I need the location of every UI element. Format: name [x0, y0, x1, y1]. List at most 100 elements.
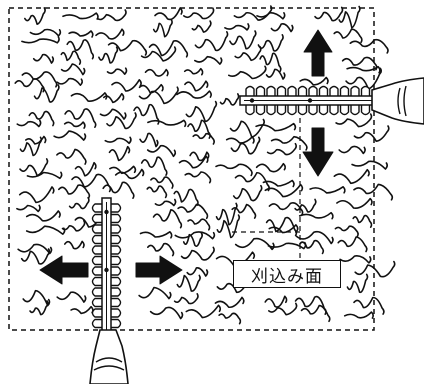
foliage-squiggle — [300, 78, 328, 85]
foliage-squiggle — [258, 35, 283, 51]
foliage-squiggle — [57, 149, 86, 164]
foliage-squiggle — [146, 70, 169, 76]
arrow-down-icon — [303, 128, 333, 176]
foliage-squiggle — [17, 121, 40, 127]
foliage-squiggle — [185, 81, 208, 91]
foliage-squiggle — [345, 312, 373, 318]
foliage-squiggle — [310, 187, 345, 193]
foliage-squiggle — [148, 244, 174, 256]
foliage-squiggle — [108, 68, 127, 74]
foliage-squiggle — [185, 69, 203, 75]
foliage-squiggle — [355, 262, 394, 277]
foliage-squiggle — [336, 114, 371, 127]
foliage-squiggle — [57, 79, 82, 86]
foliage-squiggle — [63, 221, 85, 231]
foliage-squiggle — [230, 31, 256, 49]
foliage-squiggle — [35, 85, 59, 102]
foliage-squiggle — [234, 186, 262, 201]
foliage-squiggle — [151, 307, 183, 318]
foliage-squiggle — [267, 218, 297, 236]
foliage-squiggle — [347, 67, 380, 73]
foliage-squiggle — [188, 120, 210, 138]
foliage-squiggle — [186, 102, 216, 122]
foliage-squiggle — [335, 226, 358, 236]
foliage-squiggle — [22, 37, 59, 43]
foliage-squiggle — [54, 131, 85, 140]
foliage-squiggle — [76, 163, 96, 176]
foliage-squiggle — [300, 241, 324, 254]
foliage-squiggle — [110, 147, 130, 161]
foliage-squiggle — [142, 157, 167, 175]
foliage-squiggle — [65, 241, 84, 248]
foliage-squiggle — [221, 94, 239, 105]
foliage-squiggle — [27, 211, 60, 221]
foliage-squiggle — [338, 237, 367, 252]
foliage-squiggle — [99, 47, 118, 63]
foliage-squiggle — [105, 137, 131, 143]
foliage-squiggle — [352, 161, 387, 169]
foliage-squiggle — [70, 198, 89, 209]
foliage-squiggle — [148, 120, 186, 126]
foliage-squiggle — [61, 51, 80, 64]
foliage-squiggle — [175, 232, 214, 239]
foliage-squiggle — [232, 205, 255, 219]
foliage-squiggle — [184, 233, 203, 246]
foliage-squiggle — [155, 8, 182, 19]
arrow-left-icon — [40, 256, 88, 284]
foliage-squiggle — [174, 189, 198, 205]
foliage-squiggle — [347, 274, 367, 292]
foliage-squiggle — [272, 137, 307, 150]
hedge-trimmer-vertical — [90, 198, 128, 384]
foliage-squiggle — [96, 29, 124, 39]
foliage-squiggle — [139, 288, 171, 299]
foliage-squiggle — [195, 57, 222, 64]
foliage-squiggle — [148, 146, 176, 157]
foliage-squiggle — [147, 186, 166, 197]
foliage-squiggle — [269, 203, 302, 215]
foliage-squiggle — [265, 296, 286, 307]
foliage-squiggle — [236, 239, 274, 250]
foliage-squiggle — [59, 185, 90, 198]
foliage-squiggle — [98, 10, 127, 20]
foliage-squiggle — [62, 64, 85, 75]
foliage-squiggle — [71, 93, 106, 101]
foliage-squiggle — [231, 120, 265, 138]
foliage-squiggle — [354, 298, 384, 314]
foliage-squiggle — [216, 164, 252, 175]
foliage-squiggle — [350, 40, 388, 53]
foliage-squiggle — [185, 172, 210, 183]
foliage-squiggle — [34, 55, 54, 63]
foliage-squiggle — [63, 13, 98, 19]
foliage-squiggle — [72, 174, 110, 191]
foliage-squiggle — [27, 172, 61, 178]
foliage-squiggle — [140, 133, 158, 146]
foliage-squiggle — [354, 126, 388, 141]
foliage-squiggle — [71, 307, 93, 314]
foliage-squiggle — [22, 72, 56, 87]
foliage-squiggle — [184, 8, 214, 19]
foliage-squiggle — [339, 146, 365, 153]
foliage-squiggle — [265, 185, 302, 197]
foliage-squiggle — [101, 109, 126, 119]
foliage-squiggle — [18, 244, 51, 253]
foliage-squiggle — [20, 187, 54, 203]
foliage-squiggle — [25, 8, 45, 24]
hedge-trimmer-horizontal — [240, 78, 424, 124]
foliage-squiggle — [150, 41, 188, 57]
foliage-squiggle — [140, 87, 179, 103]
foliage-squiggle — [192, 21, 211, 32]
foliage-squiggle — [300, 213, 333, 219]
foliage-squiggle — [217, 203, 237, 224]
foliage-squiggle — [187, 268, 207, 276]
foliage-squiggle — [112, 80, 141, 91]
foliage-squiggle — [155, 200, 175, 206]
foliage-squiggle — [177, 91, 211, 98]
foliage-squiggle — [154, 20, 172, 37]
foliage-squiggle — [257, 13, 285, 19]
foliage-squiggle — [229, 66, 266, 78]
foliage-squiggle — [186, 305, 220, 317]
arrow-right-icon — [136, 256, 182, 284]
foliage-squiggle — [57, 292, 86, 302]
foliage-squiggle — [175, 294, 198, 304]
foliage-squiggle — [178, 204, 207, 218]
